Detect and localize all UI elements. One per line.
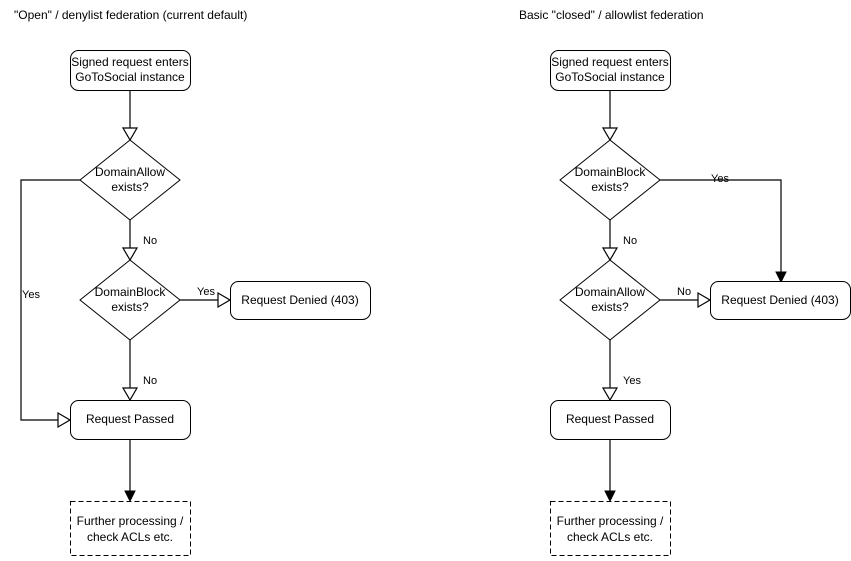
right-decision-domain-allow-line1: DomainAllow bbox=[575, 285, 645, 299]
left-further-processing-node[interactable] bbox=[70, 501, 191, 556]
left-request-denied-label: Request Denied (403) bbox=[241, 293, 358, 307]
right-further-processing-line1: Further processing / bbox=[557, 514, 664, 528]
right-further-processing-node[interactable] bbox=[550, 501, 671, 556]
left-request-denied-node[interactable] bbox=[230, 281, 371, 320]
left-arrowhead-passed-to-further bbox=[124, 490, 136, 503]
right-request-denied-label: Request Denied (403) bbox=[721, 293, 838, 307]
left-start-node-line2: GoToSocial instance bbox=[75, 70, 185, 84]
left-arrowhead-allow-no bbox=[121, 247, 139, 262]
left-arrowhead-block-no bbox=[121, 387, 139, 402]
left-label-block-yes: Yes bbox=[197, 286, 215, 298]
left-label-allow-no: No bbox=[143, 235, 157, 247]
left-arrowhead-block-yes bbox=[217, 291, 232, 309]
right-decision-domain-allow-line2: exists? bbox=[591, 300, 629, 314]
left-further-processing-line1: Further processing / bbox=[77, 514, 184, 528]
right-label-allow-yes: Yes bbox=[623, 375, 641, 387]
left-label-block-no: No bbox=[143, 375, 157, 387]
left-arrowhead-start-to-allow bbox=[121, 127, 139, 142]
right-arrowhead-block-yes bbox=[775, 271, 787, 284]
left-decision-domain-block-line1: DomainBlock bbox=[95, 285, 167, 299]
left-arrowhead-allow-yes bbox=[57, 411, 72, 429]
left-column-title: "Open" / denylist federation (current de… bbox=[14, 8, 247, 22]
left-request-passed-label: Request Passed bbox=[86, 412, 174, 426]
right-arrowhead-allow-yes bbox=[601, 387, 619, 402]
left-decision-domain-allow-line2: exists? bbox=[111, 180, 149, 194]
right-label-allow-no: No bbox=[677, 286, 691, 298]
right-arrowhead-start-to-block bbox=[601, 127, 619, 142]
left-label-allow-yes: Yes bbox=[22, 289, 40, 301]
right-arrowhead-allow-no bbox=[697, 291, 712, 309]
left-start-node-line1: Signed request enters bbox=[71, 55, 188, 69]
left-decision-domain-block-line2: exists? bbox=[111, 300, 149, 314]
right-start-node-line2: GoToSocial instance bbox=[555, 70, 665, 84]
right-column-title: Basic "closed" / allowlist federation bbox=[519, 8, 704, 22]
right-decision-domain-block-line1: DomainBlock bbox=[575, 165, 647, 179]
right-edge-block-yes bbox=[660, 179, 782, 275]
right-label-block-yes: Yes bbox=[711, 173, 729, 185]
right-start-node-line1: Signed request enters bbox=[551, 55, 668, 69]
left-further-processing-line2: check ACLs etc. bbox=[87, 530, 173, 544]
right-label-block-no: No bbox=[623, 235, 637, 247]
right-arrowhead-passed-to-further bbox=[604, 490, 616, 503]
right-request-passed-label: Request Passed bbox=[566, 412, 654, 426]
left-edge-allow-yes bbox=[20, 179, 80, 421]
right-decision-domain-block-line2: exists? bbox=[591, 180, 629, 194]
left-decision-domain-allow-line1: DomainAllow bbox=[95, 165, 165, 179]
right-further-processing-line2: check ACLs etc. bbox=[567, 530, 653, 544]
right-arrowhead-block-no bbox=[601, 247, 619, 262]
